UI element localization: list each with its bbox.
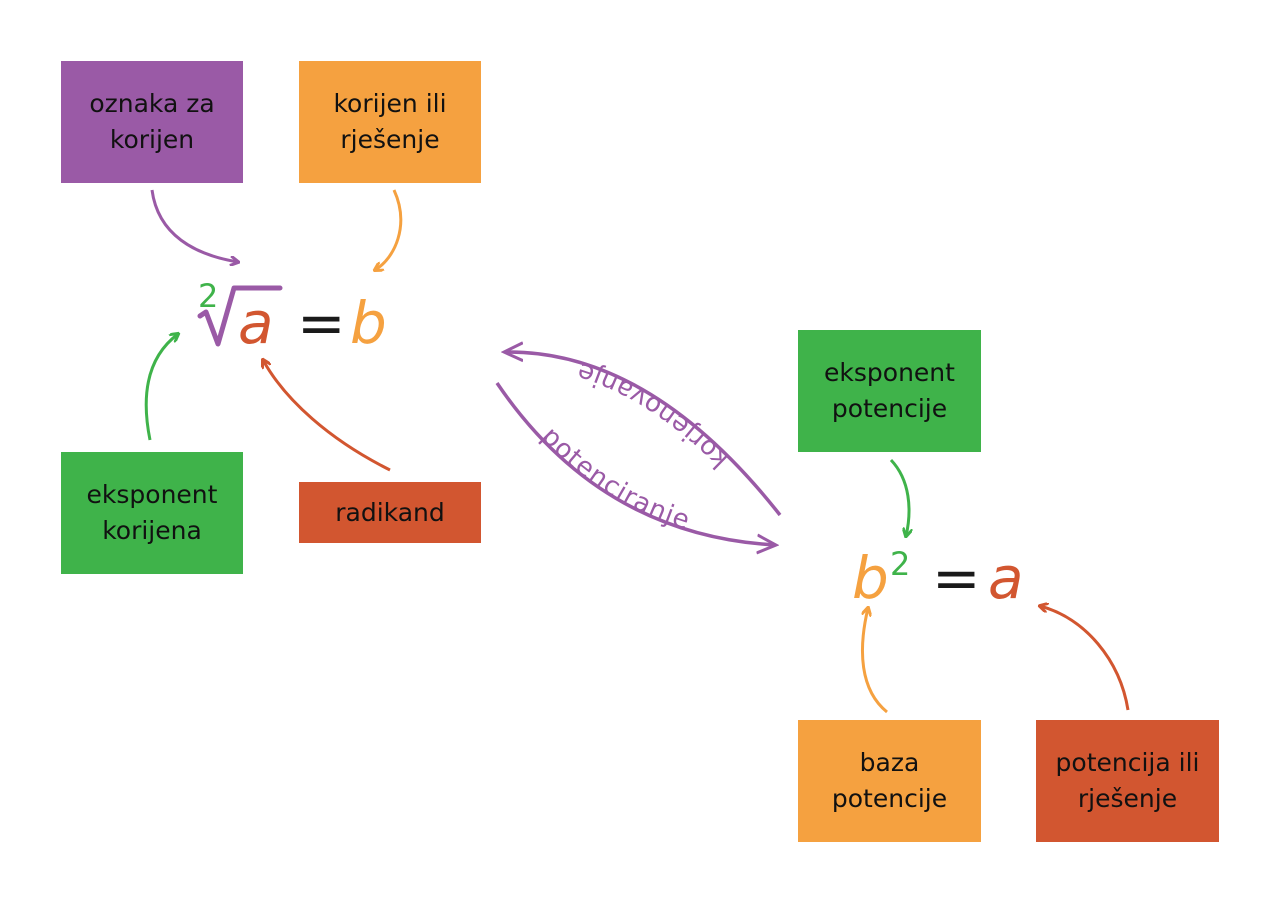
arrow-root-sign bbox=[150, 189, 238, 262]
power-result: a bbox=[988, 544, 1024, 612]
root-equals: = bbox=[297, 289, 346, 357]
arrow-power-base bbox=[860, 608, 888, 714]
root-radicand: a bbox=[238, 289, 274, 357]
root-index-label-box: eksponent korijena bbox=[61, 452, 243, 574]
arrow-root-result bbox=[375, 189, 403, 270]
power-exponent: 2 bbox=[890, 545, 911, 583]
power-equals: = bbox=[932, 544, 981, 612]
root-result-label-box: korijen ili rješenje bbox=[299, 61, 481, 183]
root-result-label: korijen ili rješenje bbox=[333, 89, 447, 154]
arrow-root-index bbox=[144, 334, 178, 441]
operation-root-label: korjenovanje bbox=[573, 356, 735, 475]
radical-sign-icon bbox=[197, 285, 283, 347]
power-base-label-box: baza potencije bbox=[798, 720, 981, 842]
power-exponent-label: eksponent potencije bbox=[824, 358, 955, 423]
arrow-radicand bbox=[263, 360, 391, 472]
arrow-power-result bbox=[1040, 606, 1130, 711]
arrow-power-exponent bbox=[889, 458, 909, 536]
root-sign-label: oznaka za korijen bbox=[89, 89, 215, 154]
power-result-label: potencija ili rješenje bbox=[1055, 748, 1200, 813]
root-index: 2 bbox=[198, 277, 219, 315]
power-exponent-label-box: eksponent potencije bbox=[798, 330, 981, 452]
operation-power-label: potenciranje bbox=[535, 421, 694, 536]
radicand-label-box: radikand bbox=[299, 482, 481, 543]
root-index-label: eksponent korijena bbox=[86, 480, 218, 545]
power-base-label: baza potencije bbox=[831, 748, 948, 813]
radicand-label: radikand bbox=[335, 497, 445, 527]
root-sign-label-box: oznaka za korijen bbox=[61, 61, 243, 183]
root-result: b bbox=[350, 289, 387, 357]
power-result-label-box: potencija ili rješenje bbox=[1036, 720, 1219, 842]
power-base: b bbox=[852, 544, 889, 612]
